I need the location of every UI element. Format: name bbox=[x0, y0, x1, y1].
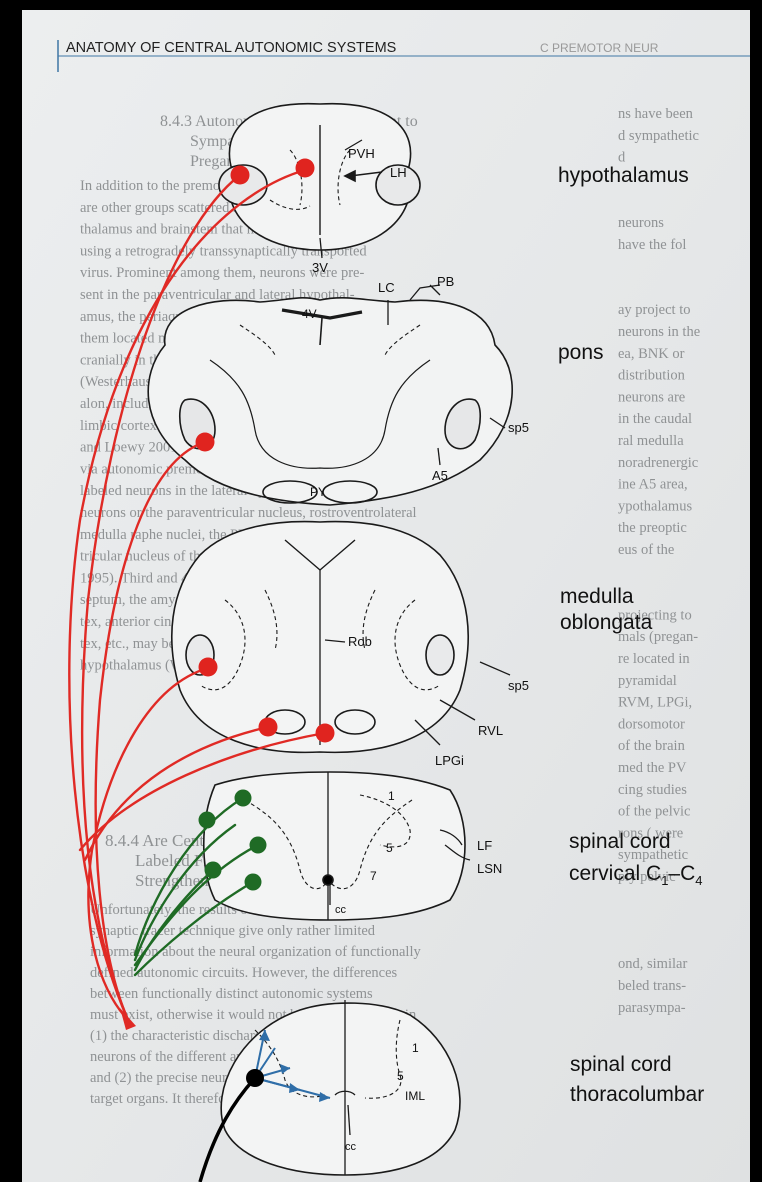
label-3v: 3V bbox=[312, 260, 328, 275]
bg-right-line: RVM, LPGi, bbox=[618, 695, 692, 711]
neuron-rvl bbox=[259, 718, 278, 737]
label-spinal-cord-thoracolumbar: spinal cord bbox=[570, 1053, 672, 1076]
label-rob: Rob bbox=[348, 634, 372, 649]
bg-right-line: pyramidal bbox=[618, 673, 677, 689]
neuron-cervical-1 bbox=[235, 790, 252, 807]
bg-right-line: distribution bbox=[618, 368, 686, 384]
neuron-medulla-lateral bbox=[199, 658, 218, 677]
label-iml: IML bbox=[405, 1089, 425, 1103]
running-head-right: C PREMOTOR NEUR bbox=[540, 41, 659, 55]
label-sp5-medulla: sp5 bbox=[508, 678, 529, 693]
neuron-lpgi bbox=[316, 724, 335, 743]
label-hypothalamus: hypothalamus bbox=[558, 164, 689, 187]
neuron-cervical-3 bbox=[250, 837, 267, 854]
bg-right-line: ine A5 area, bbox=[618, 477, 688, 493]
bg-right-line: ypothalamus bbox=[618, 498, 692, 514]
bg-right-line: eus of the bbox=[618, 542, 674, 558]
label-cervical-segments: cervical C1–C4 bbox=[569, 862, 703, 888]
neuron-cervical-2 bbox=[199, 812, 216, 829]
cervical-sub-4: 4 bbox=[695, 873, 702, 888]
bg-right-line: med the PV bbox=[618, 760, 687, 776]
label-rvl: RVL bbox=[478, 723, 503, 738]
neuron-cervical-5 bbox=[245, 874, 262, 891]
label-5-cervical: 5 bbox=[386, 841, 393, 855]
bg-right-line: of the pelvic bbox=[618, 804, 690, 820]
cervical-text: cervical C bbox=[569, 862, 661, 885]
label-oblongata: oblongata bbox=[560, 611, 653, 634]
bg-right-line: beled trans- bbox=[618, 978, 686, 994]
bg-right-line: parasympa- bbox=[618, 1000, 686, 1016]
preganglionic-neuron bbox=[246, 1069, 264, 1087]
pons-section bbox=[148, 285, 512, 505]
bg-right-line: re located in bbox=[618, 651, 690, 667]
bg-right-line: of the brain bbox=[618, 738, 686, 754]
bg-right-line: ns have been bbox=[618, 106, 694, 122]
label-spinal-cord-cervical: spinal cord bbox=[569, 830, 671, 853]
running-head: ANATOMY OF CENTRAL AUTONOMIC SYSTEMS bbox=[66, 40, 396, 56]
bg-right-line: ay project to bbox=[618, 302, 690, 318]
label-lc: LC bbox=[378, 280, 395, 295]
bg-right-line: noradrenergic bbox=[618, 455, 698, 471]
cervical-sub-1: 1 bbox=[661, 873, 668, 888]
bg-right-line: neurons are bbox=[618, 389, 685, 405]
label-medulla: medulla bbox=[560, 585, 634, 608]
bg-body2-line: synaptic tracer technique give only rath… bbox=[90, 923, 376, 939]
label-lsn: LSN bbox=[477, 861, 502, 876]
label-cc-thoracolumbar: cc bbox=[345, 1141, 357, 1153]
label-pons: pons bbox=[558, 341, 604, 364]
bg-right-line: neurons bbox=[618, 215, 664, 231]
bg-right-line: have the fol bbox=[618, 237, 686, 253]
bg-right-line: ond, similar bbox=[618, 956, 687, 972]
bg-right-line: dorsomotor bbox=[618, 716, 685, 732]
label-1-thoracolumbar: 1 bbox=[412, 1041, 419, 1055]
bg-right-line: ea, BNK or bbox=[618, 346, 685, 362]
bg-right-line: in the caudal bbox=[618, 411, 692, 427]
label-py: PY bbox=[310, 485, 326, 499]
cervical-dash: –C bbox=[668, 862, 695, 885]
label-lh: LH bbox=[390, 165, 407, 180]
neuron-lh bbox=[231, 166, 250, 185]
label-lpgi: LPGi bbox=[435, 753, 464, 768]
label-lf: LF bbox=[477, 838, 492, 853]
neuron-a5 bbox=[196, 433, 215, 452]
neuron-cervical-4 bbox=[205, 862, 222, 879]
label-a5: A5 bbox=[432, 468, 448, 483]
bg-right-line: d sympathetic bbox=[618, 128, 699, 144]
label-7-cervical: 7 bbox=[370, 869, 377, 883]
label-pvh: PVH bbox=[348, 146, 375, 161]
bg-right-line: neurons in the bbox=[618, 324, 700, 340]
label-cc-cervical: cc bbox=[335, 904, 347, 916]
bg-right-line: cing studies bbox=[618, 782, 687, 798]
bg-right-line: ral medulla bbox=[618, 433, 684, 449]
bg-body-line: neurons or the paraventricular nucleus, … bbox=[80, 505, 417, 521]
label-pb: PB bbox=[437, 274, 454, 289]
label-1-cervical: 1 bbox=[388, 789, 395, 803]
label-thoracolumbar: thoracolumbar bbox=[570, 1083, 704, 1106]
bg-right-line: the preoptic bbox=[618, 520, 687, 536]
bg-body2-line: between functionally distinct autonomic … bbox=[90, 986, 373, 1002]
label-4v: 4V bbox=[302, 307, 317, 321]
label-5-thoracolumbar: 5 bbox=[397, 1069, 404, 1083]
label-sp5-pons: sp5 bbox=[508, 420, 529, 435]
neuron-pvh bbox=[296, 159, 315, 178]
